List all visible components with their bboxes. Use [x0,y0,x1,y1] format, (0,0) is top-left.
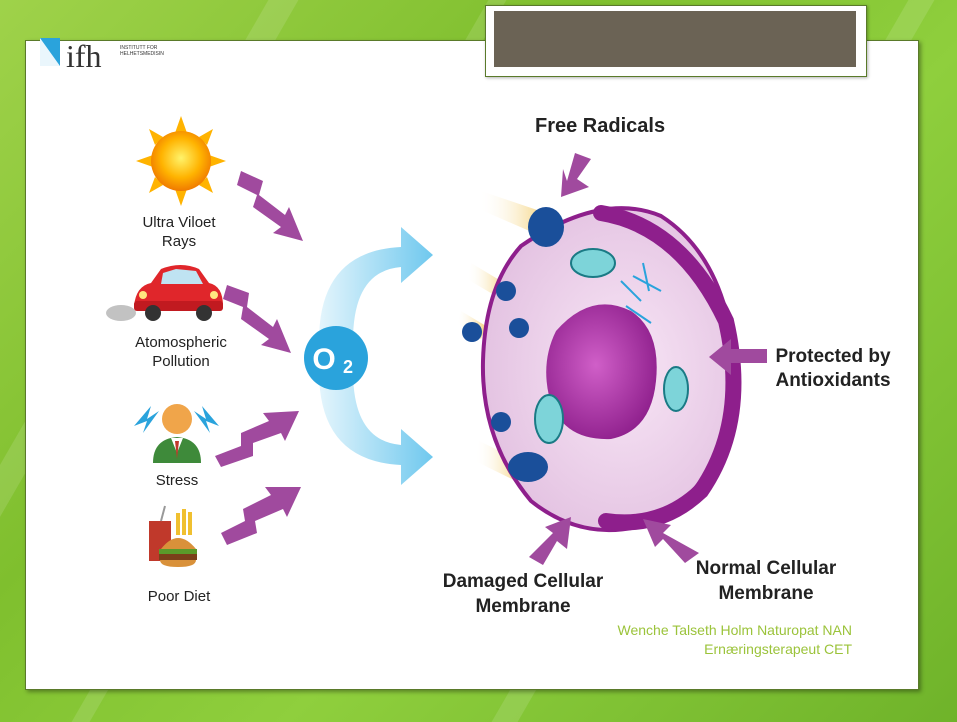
fast-food-icon [149,506,197,567]
normal-membrane-label: Membrane [718,583,813,604]
mitochondrion [664,367,688,411]
logo-mark-icon: ifh [38,36,118,72]
stressed-person-icon [134,404,219,463]
content-panel: Ultra Viloet Rays Atomospheric Pollution [25,40,919,690]
lightning-arrow [237,171,303,241]
ifh-logo: ifh INSTITUTT FOR HELHETSMEDISIN [38,36,178,72]
flow-arrow-up [319,227,433,341]
normal-membrane-label: Normal Cellular [696,558,837,579]
damaged-membrane-label: Damaged Cellular [443,571,604,592]
protected-label: Protected by [775,346,891,367]
free-radicals-label: Free Radicals [535,115,665,137]
cell [462,207,736,530]
pointer-arrow [643,519,699,563]
mitochondrion [571,249,615,277]
source-label: Pollution [152,353,210,370]
mitochondrion [535,395,563,443]
footer-author: Wenche Talseth Holm Naturopat NAN [618,622,852,638]
lightning-arrows [215,171,303,545]
pointer-arrow [561,153,591,197]
oxygen-subscript: 2 [343,357,353,377]
lightning-arrow [221,487,301,545]
source-label: Poor Diet [148,588,211,605]
source-label: Ultra Viloet [142,214,216,231]
title-placeholder [494,11,856,67]
sun-icon [136,116,226,206]
logo-caption: INSTITUTT FOR HELHETSMEDISIN [120,45,178,57]
title-box [485,5,867,77]
pointer-arrow [529,517,571,565]
car-icon [106,265,223,321]
oxygen-symbol: O [312,343,335,376]
source-label: Stress [156,472,199,489]
source-label: Rays [162,233,196,250]
lightning-arrow [215,411,299,467]
logo-mark-text: ifh [66,38,102,72]
logo-caption-line: HELHETSMEDISIN [120,51,178,57]
footer-title: Ernæringsterapeut CET [704,641,852,657]
oxygen-molecule: O 2 [304,326,368,390]
damaged-membrane-label: Membrane [475,596,570,617]
protected-label: Antioxidants [775,370,890,391]
source-label: Atomospheric [135,334,227,351]
lightning-arrow [223,285,291,353]
oxidative-stress-diagram: Ultra Viloet Rays Atomospheric Pollution [26,41,918,689]
